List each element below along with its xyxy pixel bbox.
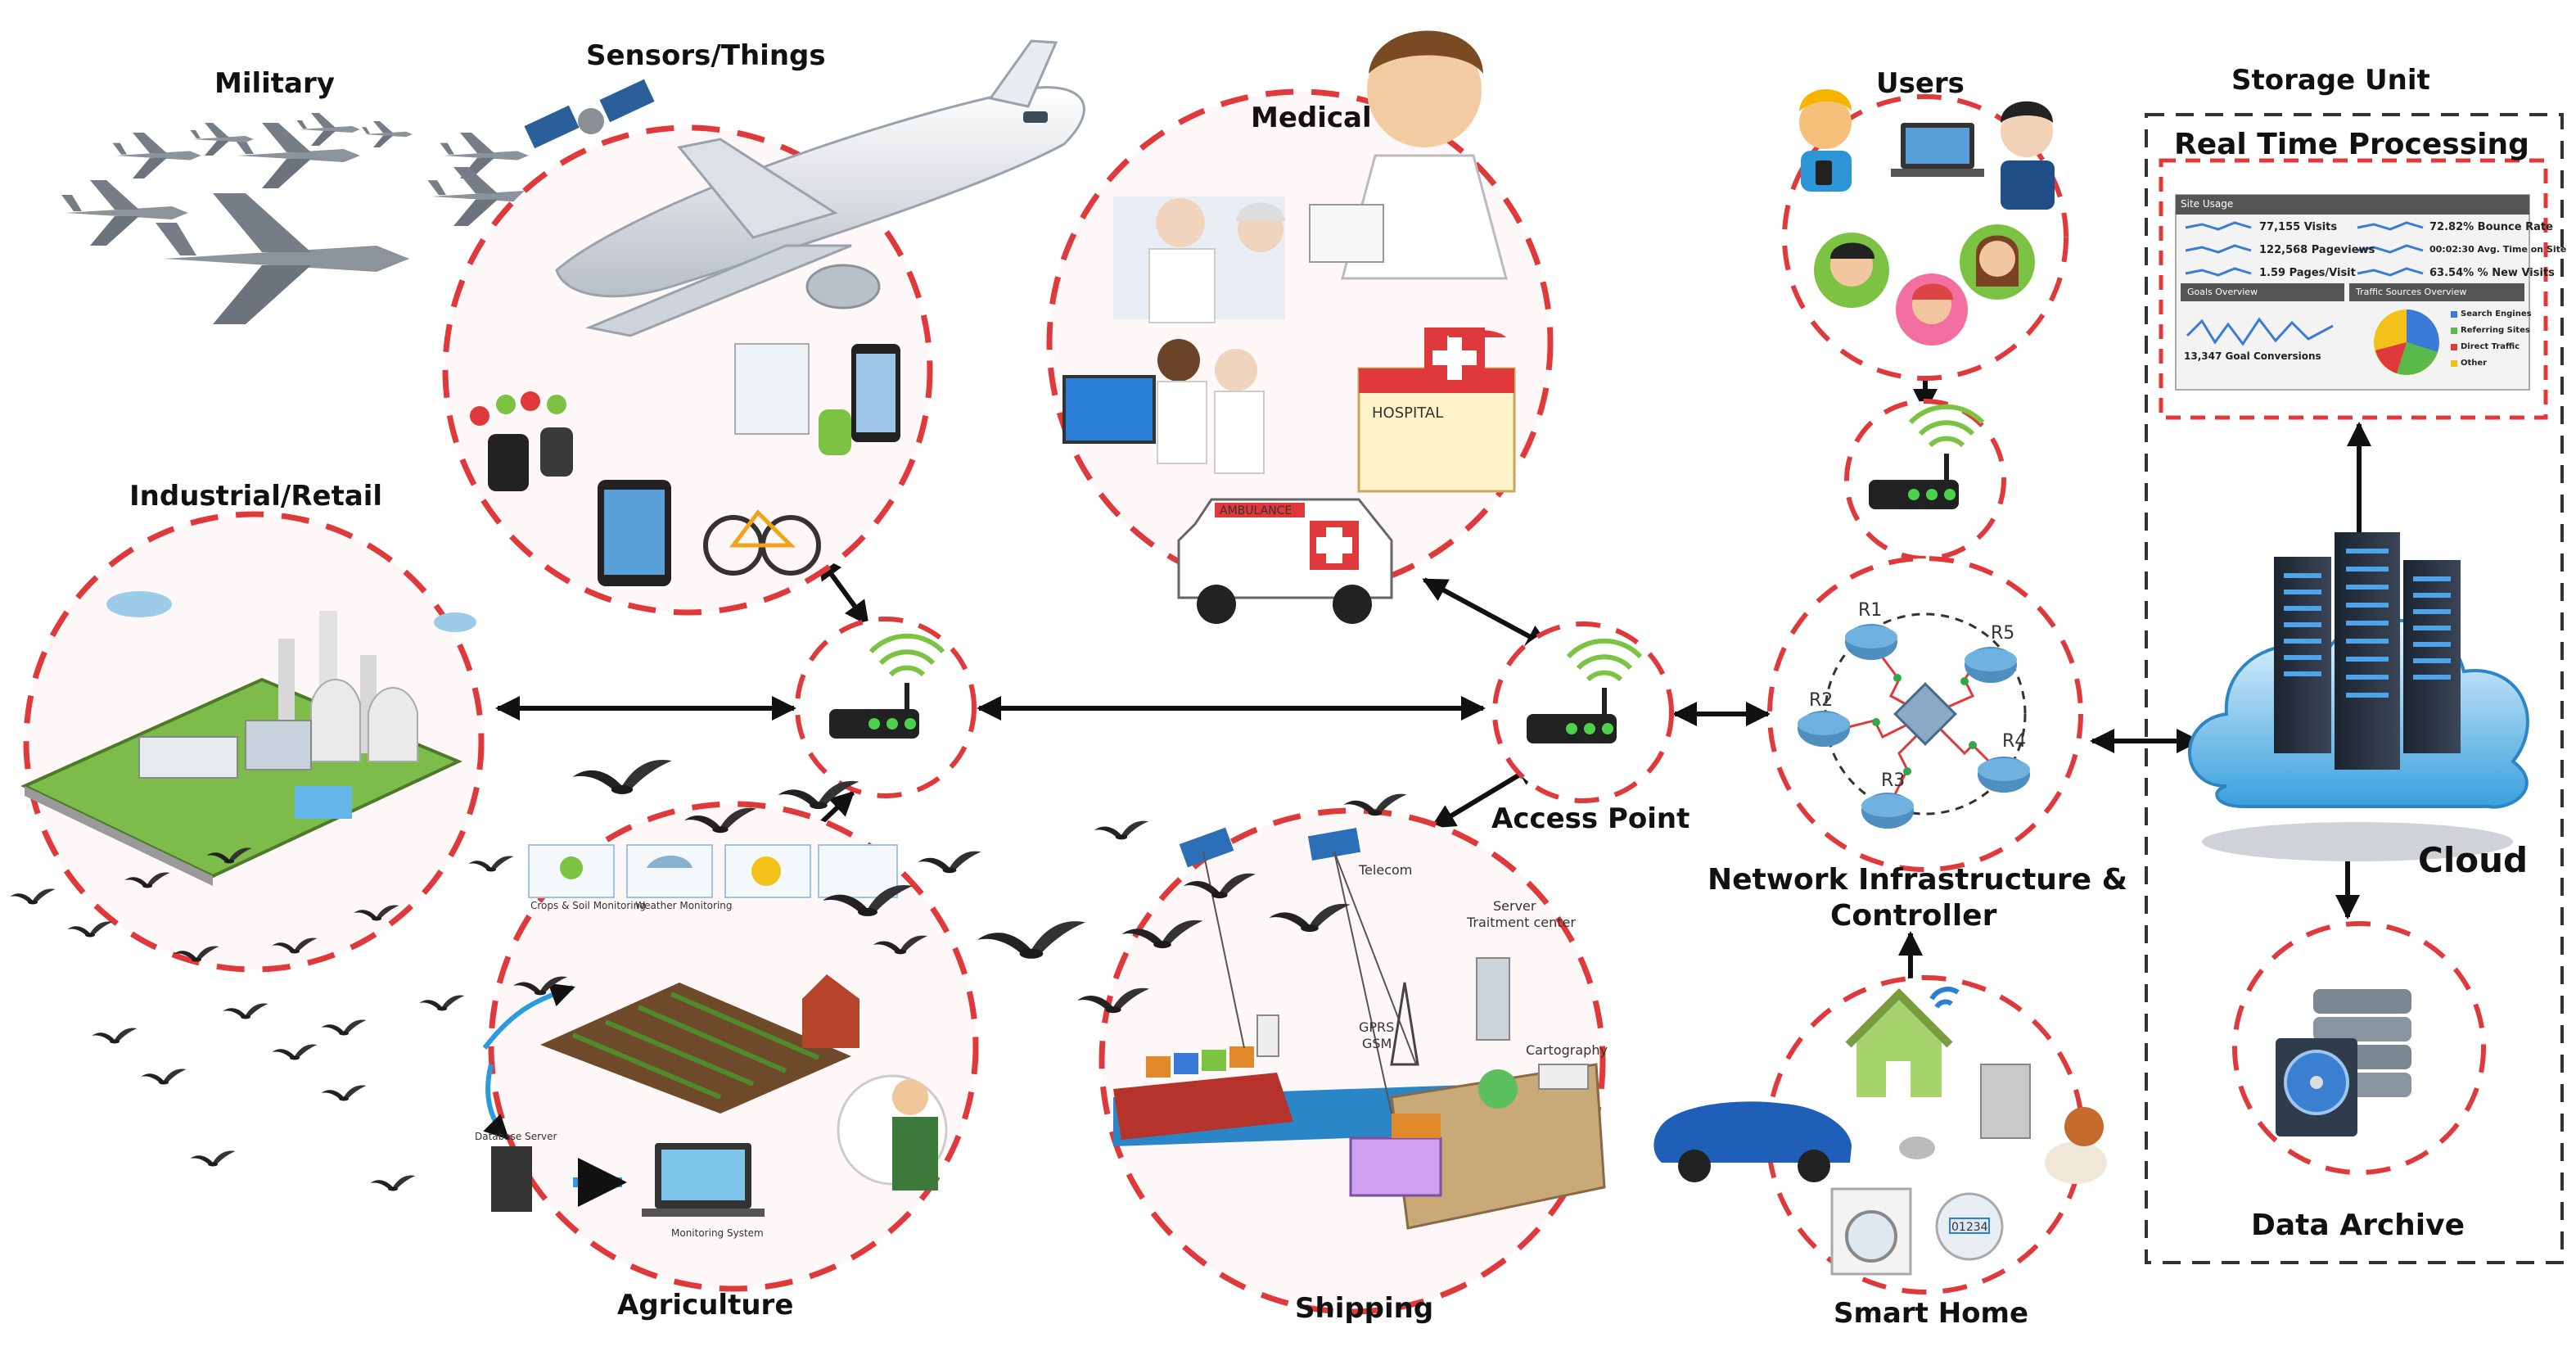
dashboard-stat-bounce: 72.82% Bounce Rate bbox=[2429, 221, 2553, 233]
medical-scene: AMBULANCE HOSPITAL bbox=[1062, 30, 1516, 624]
shipping-label-carto: Cartography bbox=[1526, 1042, 1608, 1058]
shipping-label-telecom: Telecom bbox=[1358, 862, 1412, 878]
agri-label-weather: Weather Monitoring bbox=[635, 900, 733, 911]
svg-text:HOSPITAL: HOSPITAL bbox=[1372, 404, 1443, 422]
label-shipping: Shipping bbox=[1295, 1292, 1434, 1325]
dashboard-goals-title: Goals Overview bbox=[2187, 287, 2258, 297]
agri-label-monitoring: Monitoring System bbox=[671, 1227, 764, 1239]
shipping-label-gprs: GPRS bbox=[1359, 1019, 1394, 1035]
label-network-2: Controller bbox=[1830, 899, 1997, 933]
dashboard-stat-visits: 77,155 Visits bbox=[2259, 221, 2338, 233]
label-data-archive: Data Archive bbox=[2251, 1209, 2465, 1242]
wearable-devices bbox=[470, 343, 900, 586]
shipping-scene bbox=[1113, 827, 1606, 1230]
svg-text:01234: 01234 bbox=[1951, 1221, 1988, 1234]
access-point-1-circle bbox=[795, 617, 977, 798]
router-label-r5: R5 bbox=[1991, 623, 2014, 644]
factory-scene bbox=[20, 591, 476, 886]
users-circle bbox=[1782, 94, 2068, 381]
dashboard-stat-pageviews: 122,568 Pageviews bbox=[2259, 244, 2375, 256]
smart-home-devices: 01234 bbox=[1653, 987, 2107, 1276]
label-cloud: Cloud bbox=[2418, 840, 2529, 880]
svg-text:AMBULANCE: AMBULANCE bbox=[1220, 504, 1292, 517]
agri-label-database: Database Server bbox=[475, 1131, 557, 1142]
dashboard-legend-1: Search Engines bbox=[2461, 310, 2532, 319]
router-label-r4: R4 bbox=[2002, 731, 2026, 752]
dashboard-legend-3: Direct Traffic bbox=[2461, 342, 2520, 351]
dashboard-stat-new: 63.54% % New Visits bbox=[2429, 267, 2555, 279]
label-military: Military bbox=[214, 67, 335, 100]
shipping-label-server: Server bbox=[1493, 898, 1536, 914]
agri-label-crops: Crops & Soil Monitoring bbox=[530, 900, 646, 911]
router-label-r3: R3 bbox=[1881, 770, 1905, 791]
storage-unit-box bbox=[2145, 113, 2564, 1264]
router-label-r1: R1 bbox=[1858, 600, 1882, 621]
network-topology bbox=[1798, 612, 2030, 829]
dashboard-traffic-title: Traffic Sources Overview bbox=[2356, 287, 2467, 297]
shipping-label-server2: Traitment center bbox=[1466, 915, 1576, 930]
label-network: Network Infrastructure & bbox=[1708, 863, 2127, 897]
label-smart-home: Smart Home bbox=[1834, 1297, 2029, 1330]
dashboard-header: Site Usage bbox=[2181, 198, 2234, 210]
label-sensors: Sensors/Things bbox=[586, 39, 826, 72]
satellite-icon bbox=[524, 79, 655, 149]
analytics-dashboard bbox=[2175, 194, 2530, 391]
database-icon bbox=[2276, 989, 2411, 1136]
label-medical: Medical bbox=[1251, 102, 1372, 134]
label-users: Users bbox=[1876, 67, 1965, 100]
agriculture-scene bbox=[482, 844, 948, 1217]
shipping-label-gsm: GSM bbox=[1362, 1036, 1392, 1051]
users-avatars bbox=[1799, 89, 2055, 346]
router-label-r2: R2 bbox=[1809, 690, 1833, 711]
label-industrial: Industrial/Retail bbox=[129, 480, 383, 513]
dashboard-goals-value: 13,347 Goal Conversions bbox=[2184, 350, 2321, 362]
cloud-servers bbox=[2188, 532, 2529, 861]
dashboard-legend-4: Other bbox=[2461, 359, 2488, 368]
label-storage-unit: Storage Unit bbox=[2231, 64, 2430, 97]
access-point-2-circle bbox=[1492, 621, 1674, 803]
dashboard-stat-time: 00:02:30 Avg. Time on Site bbox=[2429, 244, 2567, 255]
label-access-point: Access Point bbox=[1491, 802, 1690, 835]
dashboard-stat-pages: 1.59 Pages/Visit bbox=[2259, 267, 2356, 279]
label-agriculture: Agriculture bbox=[617, 1289, 794, 1322]
arrow-medical-ap2 bbox=[1422, 577, 1551, 649]
airplane-icon bbox=[555, 39, 1085, 337]
label-real-time: Real Time Processing bbox=[2174, 128, 2529, 161]
dashboard-legend-2: Referring Sites bbox=[2461, 326, 2530, 335]
